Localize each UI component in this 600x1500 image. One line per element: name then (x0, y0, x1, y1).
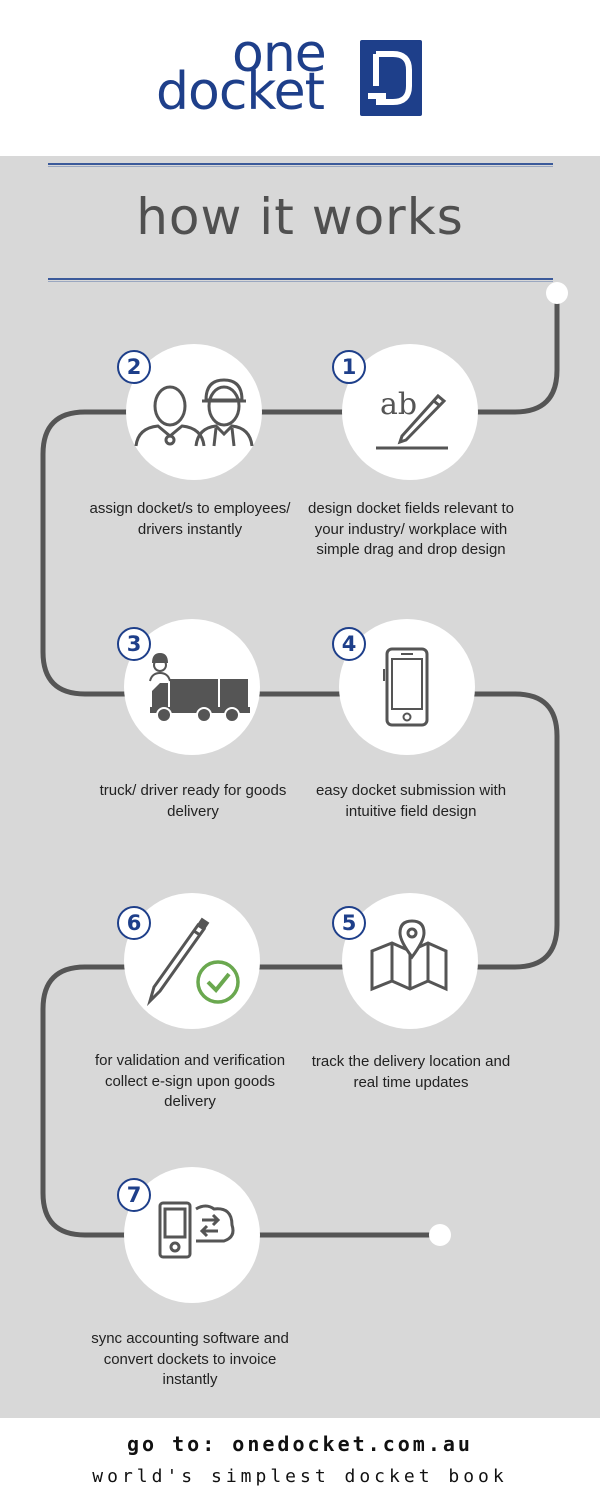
footer-tagline: world's simplest docket book (92, 1466, 508, 1487)
workers-icon (134, 378, 254, 447)
signature-pen-icon: ab (376, 387, 448, 450)
pen-check-icon (146, 917, 240, 1007)
step-1-badge: 1 (332, 350, 366, 384)
step-6-caption: for validation and verification collect … (94, 1052, 286, 1110)
step-1-circle: ab (342, 344, 478, 480)
path-end-dot (429, 1224, 451, 1246)
step-6-badge: 6 (117, 906, 151, 940)
step-7-badge: 7 (117, 1178, 151, 1212)
step-3-badge: 3 (117, 627, 151, 661)
docket-d-mark-icon (360, 40, 422, 116)
step-5-badge: 5 (332, 906, 366, 940)
smartphone-icon (383, 647, 429, 727)
step-6-circle (124, 893, 260, 1029)
top-rule (48, 163, 553, 167)
bottom-rule (48, 278, 553, 282)
path-start-dot (546, 282, 568, 304)
step-2-badge: 2 (117, 350, 151, 384)
main-panel (0, 156, 600, 1418)
step-4-badge: 4 (332, 627, 366, 661)
step-5-caption: track the delivery location and real tim… (311, 1053, 511, 1091)
step-3-caption: truck/ driver ready for goods delivery (99, 782, 287, 820)
step-1-caption: design docket fields relevant to your in… (308, 500, 514, 558)
step-7-caption: sync accounting software and convert doc… (91, 1330, 289, 1388)
device-cloud-sync-icon (158, 1201, 235, 1259)
step-2-caption: assign docket/s to employees/ drivers in… (89, 500, 291, 538)
page-title: how it works (136, 188, 464, 246)
logo-text-one: one (232, 24, 327, 84)
footer (0, 1418, 600, 1500)
truck-icon (149, 653, 250, 723)
step-4-caption: easy docket submission with intuitive fi… (315, 782, 507, 820)
logo-text-docket: docket (156, 62, 325, 122)
svg-text:ab: ab (380, 387, 417, 422)
footer-url: go to: onedocket.com.au (127, 1432, 473, 1456)
map-pin-icon (370, 919, 448, 992)
step-5-circle (342, 893, 478, 1029)
header: one docket (0, 0, 600, 156)
